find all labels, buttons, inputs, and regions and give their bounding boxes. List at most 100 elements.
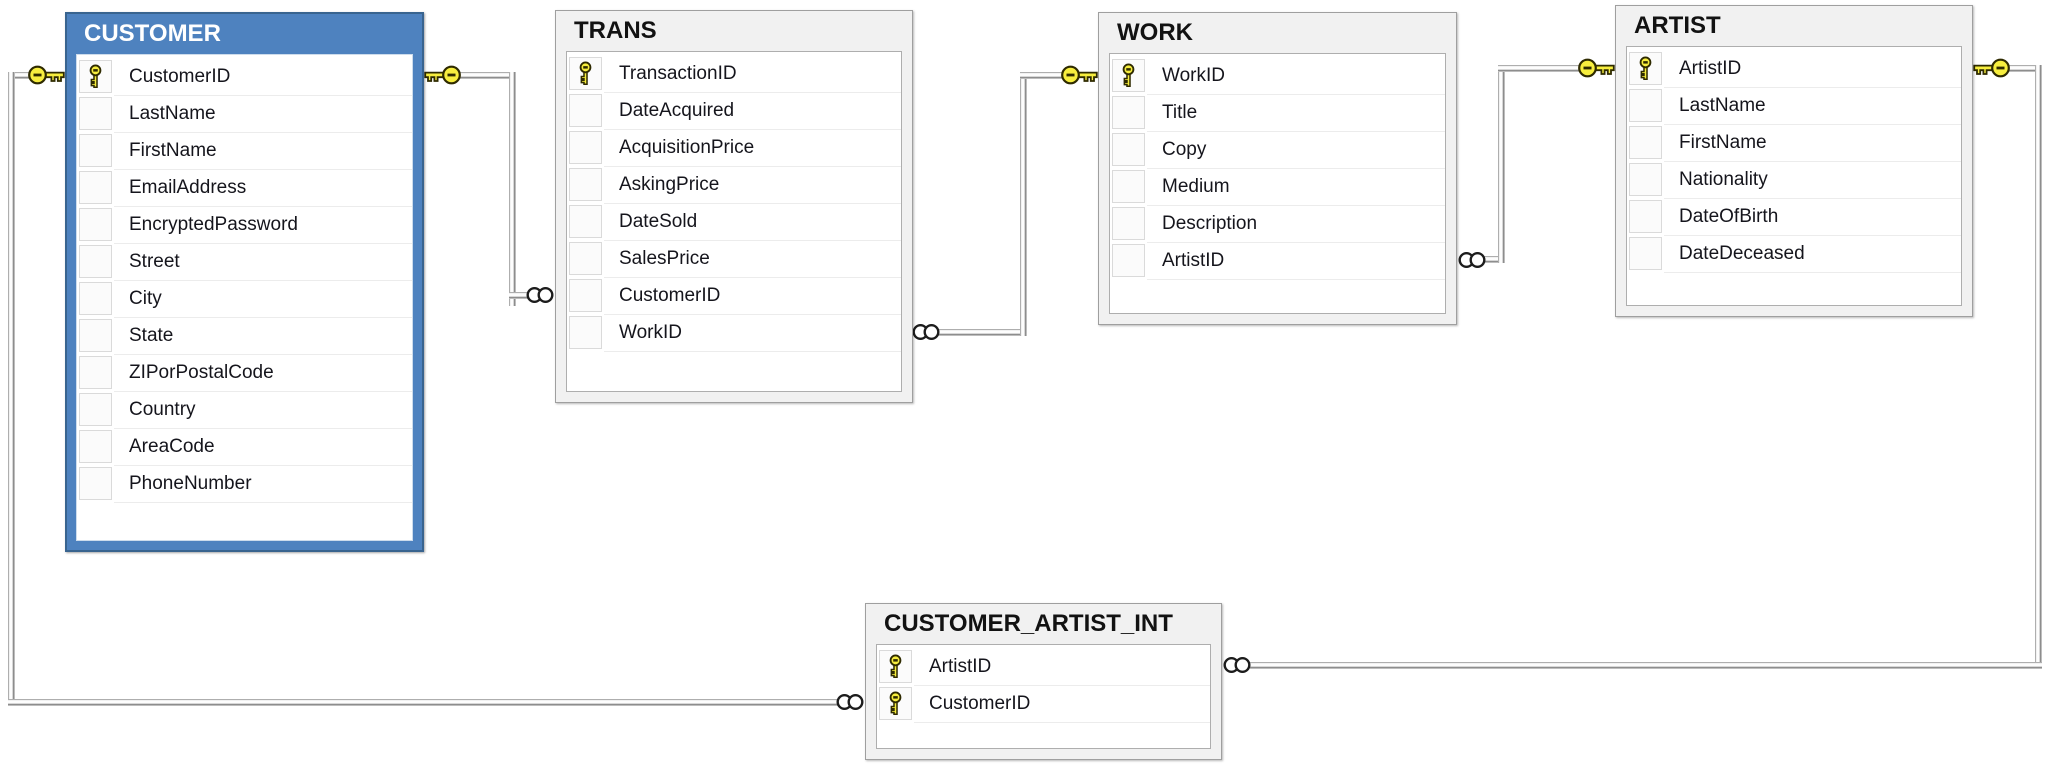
pk-cell: [1629, 52, 1662, 85]
pk-cell: [879, 687, 912, 720]
column-row-lastname[interactable]: LastName: [1627, 88, 1961, 125]
column-row-state[interactable]: State: [77, 318, 412, 355]
column-name: AcquisitionPrice: [604, 130, 901, 167]
column-name: ArtistID: [914, 649, 1210, 686]
column-row-firstname[interactable]: FirstName: [1627, 125, 1961, 162]
table-trans[interactable]: TRANS TransactionID DateAcquired Acquisi…: [555, 10, 913, 403]
table-customer-columns: CustomerID LastName FirstName EmailAddre…: [76, 54, 413, 541]
relationship-line-customer-trans[interactable]: [456, 72, 516, 79]
column-row-dateacquired[interactable]: DateAcquired: [567, 93, 901, 130]
relationship-line-customer-cai[interactable]: [8, 72, 32, 79]
column-row-areacode[interactable]: AreaCode: [77, 429, 412, 466]
column-name: DateDeceased: [1664, 236, 1961, 273]
column-row-lastname[interactable]: LastName: [77, 96, 412, 133]
pk-cell: [79, 171, 112, 204]
column-row-street[interactable]: Street: [77, 244, 412, 281]
relationship-line-artist-work[interactable]: [1498, 65, 1583, 72]
column-row-description[interactable]: Description: [1110, 206, 1445, 243]
table-work[interactable]: WORK WorkID Title Copy Medium Descriptio…: [1098, 12, 1457, 325]
pk-cell: [1629, 237, 1662, 270]
pk-cell: [569, 242, 602, 275]
relationship-line-artist-cai[interactable]: [1250, 662, 2042, 669]
table-customer-artist-int[interactable]: CUSTOMER_ARTIST_INT ArtistID CustomerID: [865, 603, 1222, 760]
column-row-nationality[interactable]: Nationality: [1627, 162, 1961, 199]
relationship-line-work-trans[interactable]: [938, 329, 1027, 336]
column-row-salesprice[interactable]: SalesPrice: [567, 241, 901, 278]
column-row-artistid[interactable]: ArtistID: [877, 649, 1210, 686]
column-row-datesold[interactable]: DateSold: [567, 204, 901, 241]
column-name: TransactionID: [604, 56, 901, 93]
table-artist-title[interactable]: ARTIST: [1634, 12, 1721, 39]
column-name: Copy: [1147, 132, 1445, 169]
pk-cell: [879, 650, 912, 683]
column-name: Country: [114, 392, 412, 429]
pk-cell: [569, 205, 602, 238]
column-name: CustomerID: [914, 686, 1210, 723]
column-row-dateofbirth[interactable]: DateOfBirth: [1627, 199, 1961, 236]
column-row-medium[interactable]: Medium: [1110, 169, 1445, 206]
column-name: LastName: [114, 96, 412, 133]
relationship-line-artist-work[interactable]: [1483, 256, 1505, 263]
pk-cell: [1112, 133, 1145, 166]
column-row-workid[interactable]: WorkID: [1110, 58, 1445, 95]
column-name: AskingPrice: [604, 167, 901, 204]
primary-key-icon: [1122, 63, 1135, 88]
primary-key-icon: [1639, 56, 1652, 81]
table-customer-title[interactable]: CUSTOMER: [84, 20, 221, 47]
one-side-key-icon: [28, 65, 65, 85]
relationship-line-artist-work[interactable]: [1498, 65, 1505, 263]
column-row-transactionid[interactable]: TransactionID: [567, 56, 901, 93]
relationship-line-customer-cai[interactable]: [8, 699, 838, 706]
column-row-city[interactable]: City: [77, 281, 412, 318]
column-row-customerid[interactable]: CustomerID: [877, 686, 1210, 723]
relationship-line-customer-trans[interactable]: [509, 72, 516, 306]
relationship-line-work-trans[interactable]: [1020, 72, 1068, 79]
column-name: DateAcquired: [604, 93, 901, 130]
relationship-line-work-trans[interactable]: [1020, 72, 1027, 336]
column-name: AreaCode: [114, 429, 412, 466]
relationship-line-customer-cai[interactable]: [8, 72, 15, 706]
column-row-encryptedpassword[interactable]: EncryptedPassword: [77, 207, 412, 244]
column-row-firstname[interactable]: FirstName: [77, 133, 412, 170]
column-name: Description: [1147, 206, 1445, 243]
relationship-line-customer-trans[interactable]: [509, 292, 531, 299]
table-customer[interactable]: CUSTOMER CustomerID LastName FirstName E…: [65, 12, 424, 552]
primary-key-icon: [889, 691, 902, 716]
table-work-title[interactable]: WORK: [1117, 19, 1193, 46]
pk-cell: [79, 467, 112, 500]
many-side-infinity-icon: [836, 694, 864, 710]
column-row-customerid[interactable]: CustomerID: [77, 59, 412, 96]
relationship-line-artist-cai[interactable]: [2009, 65, 2042, 72]
column-name: City: [114, 281, 412, 318]
column-row-copy[interactable]: Copy: [1110, 132, 1445, 169]
column-row-askingprice[interactable]: AskingPrice: [567, 167, 901, 204]
pk-cell: [79, 97, 112, 130]
table-trans-title[interactable]: TRANS: [574, 17, 657, 44]
column-row-emailaddress[interactable]: EmailAddress: [77, 170, 412, 207]
pk-cell: [569, 168, 602, 201]
pk-cell: [569, 94, 602, 127]
column-name: CustomerID: [114, 59, 412, 96]
pk-cell: [1112, 207, 1145, 240]
column-row-country[interactable]: Country: [77, 392, 412, 429]
pk-cell: [1112, 244, 1145, 277]
column-row-artistid[interactable]: ArtistID: [1627, 51, 1961, 88]
column-row-phonenumber[interactable]: PhoneNumber: [77, 466, 412, 503]
column-row-acquisitionprice[interactable]: AcquisitionPrice: [567, 130, 901, 167]
column-row-datedeceased[interactable]: DateDeceased: [1627, 236, 1961, 273]
column-name: Nationality: [1664, 162, 1961, 199]
table-artist[interactable]: ARTIST ArtistID LastName FirstName Natio…: [1615, 5, 1973, 317]
table-customer-artist-int-title[interactable]: CUSTOMER_ARTIST_INT: [884, 610, 1173, 637]
primary-key-icon: [579, 61, 592, 86]
pk-cell: [569, 316, 602, 349]
column-row-customerid[interactable]: CustomerID: [567, 278, 901, 315]
relationship-line-artist-cai[interactable]: [2035, 65, 2042, 669]
pk-cell: [79, 282, 112, 315]
pk-cell: [79, 208, 112, 241]
column-name: State: [114, 318, 412, 355]
column-row-artistid[interactable]: ArtistID: [1110, 243, 1445, 280]
column-row-title[interactable]: Title: [1110, 95, 1445, 132]
column-row-ziporpostalcode[interactable]: ZIPorPostalCode: [77, 355, 412, 392]
column-row-workid[interactable]: WorkID: [567, 315, 901, 352]
